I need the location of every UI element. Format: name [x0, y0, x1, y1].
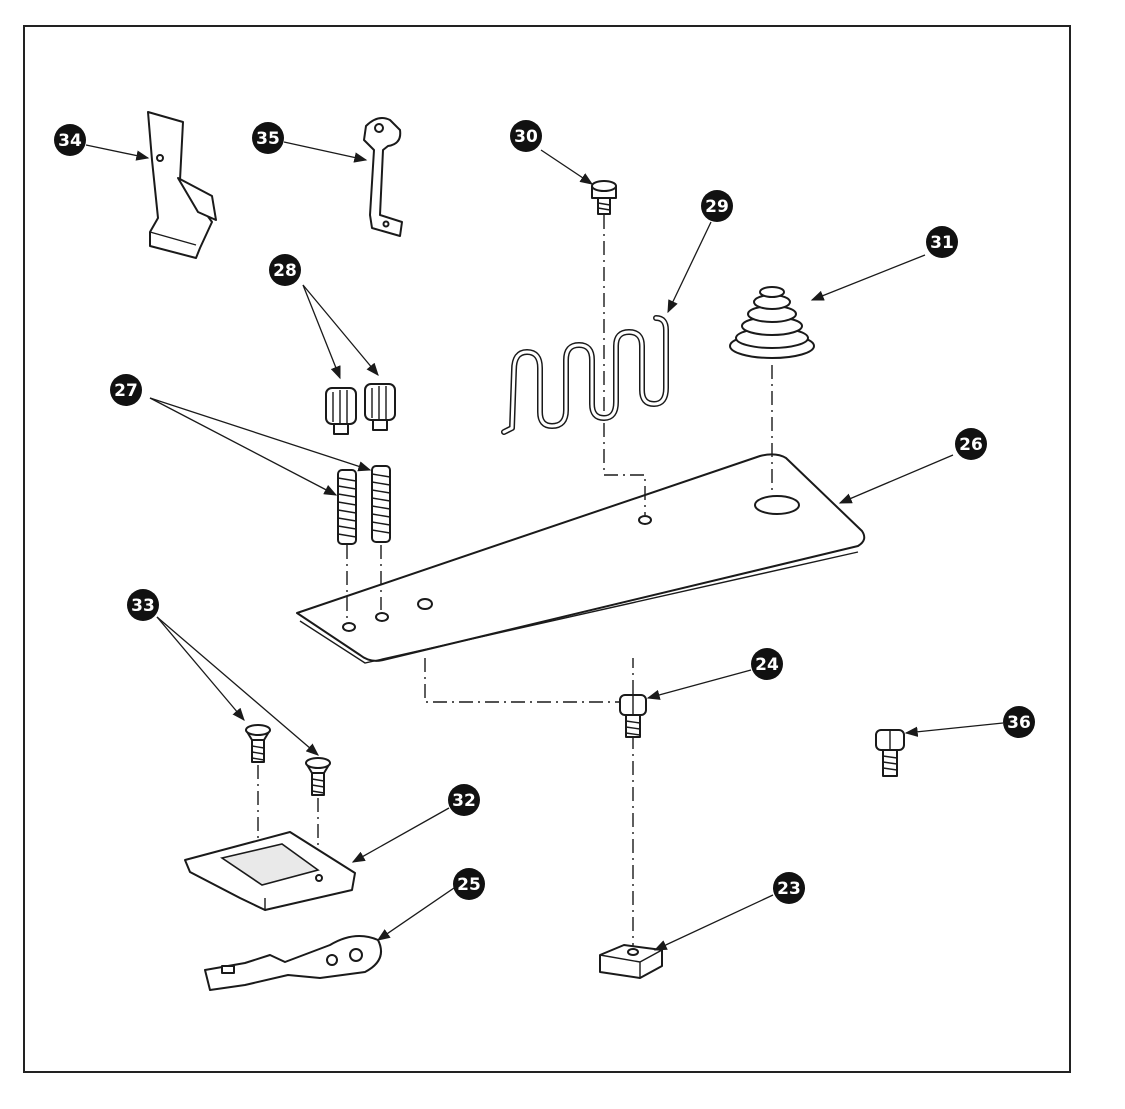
- label-32: 32: [448, 784, 480, 816]
- part-28-knurled-nuts: [325, 383, 396, 435]
- label-28-text: 28: [273, 261, 297, 281]
- part-29-wire-spring: [501, 315, 669, 435]
- label-29: 29: [701, 190, 733, 222]
- label-31: 31: [926, 226, 958, 258]
- part-27-threaded-studs: [337, 465, 391, 545]
- label-31-text: 31: [930, 233, 954, 253]
- label-36-text: 36: [1007, 713, 1031, 733]
- part-34-presser-foot: [147, 111, 217, 259]
- label-25-text: 25: [457, 875, 481, 895]
- label-33-text: 33: [131, 596, 155, 616]
- label-36: 36: [1003, 706, 1035, 738]
- label-32-text: 32: [452, 791, 476, 811]
- label-33: 33: [127, 589, 159, 621]
- label-29-text: 29: [705, 197, 729, 217]
- label-23-text: 23: [777, 879, 801, 899]
- part-31-conical-spring: [729, 286, 815, 359]
- part-32-needle-plate: [184, 831, 356, 912]
- label-24: 24: [751, 648, 783, 680]
- part-33-screws: [245, 724, 331, 796]
- part-23-block: [599, 944, 663, 979]
- label-26: 26: [955, 428, 987, 460]
- label-30: 30: [510, 120, 542, 152]
- label-26-text: 26: [959, 435, 983, 455]
- part-26-plate: [296, 453, 866, 664]
- assembly-lines: [257, 215, 773, 950]
- label-27-text: 27: [114, 381, 138, 401]
- label-35-text: 35: [256, 129, 280, 149]
- label-23: 23: [773, 872, 805, 904]
- part-24-screw: [619, 694, 647, 738]
- part-35-bracket: [363, 117, 403, 237]
- label-25: 25: [453, 868, 485, 900]
- part-36-screw: [875, 729, 905, 777]
- label-35: 35: [252, 122, 284, 154]
- label-30-text: 30: [514, 127, 538, 147]
- part-25-lever: [204, 935, 382, 991]
- leader-lines: [85, 141, 1004, 951]
- label-24-text: 24: [755, 655, 779, 675]
- diagram-frame: [23, 25, 1071, 1073]
- part-30-screw: [591, 180, 617, 215]
- label-28: 28: [269, 254, 301, 286]
- label-34-text: 34: [58, 131, 82, 151]
- label-27: 27: [110, 374, 142, 406]
- label-34: 34: [54, 124, 86, 156]
